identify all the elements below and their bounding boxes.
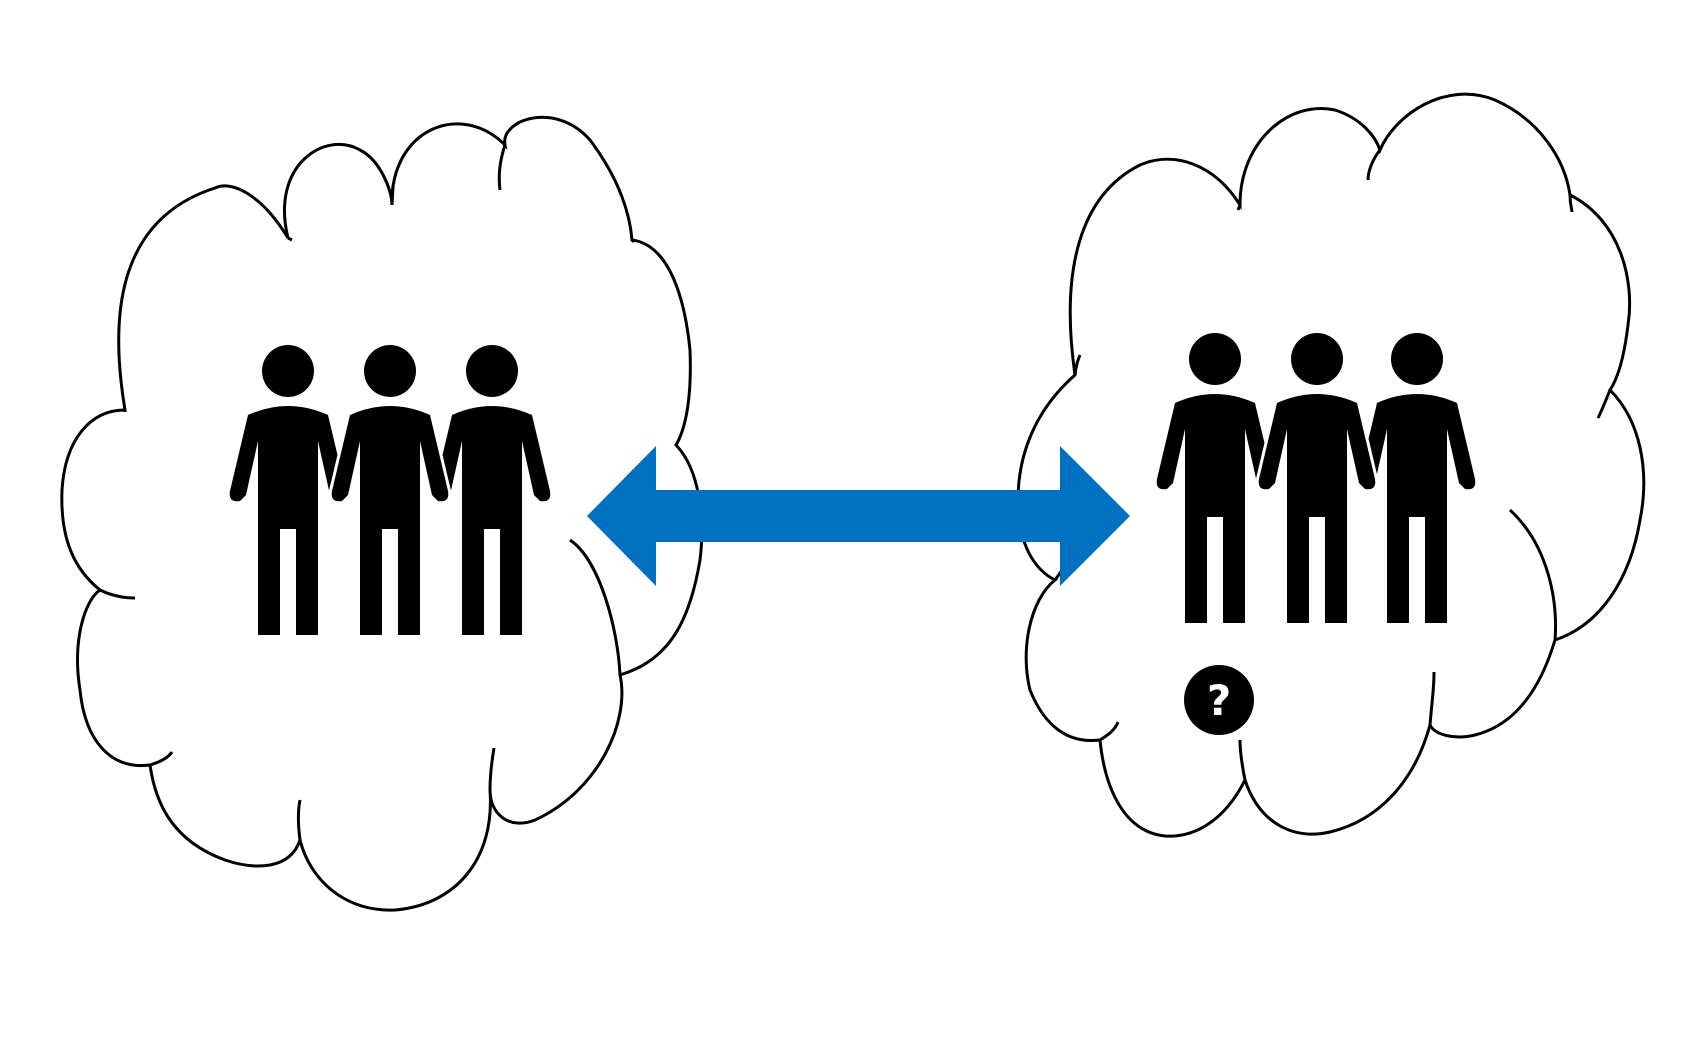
right-cloud-arc-1 [1236, 204, 1242, 211]
left-cloud-arc-9 [488, 747, 496, 791]
left-cloud-arc-7 [149, 751, 174, 767]
right-cloud-arc-7 [1238, 739, 1247, 781]
right-cloud-arc-10 [1073, 354, 1082, 376]
left-cloud-arc-3 [497, 144, 507, 191]
right-cloud-arc-2 [1366, 149, 1382, 181]
right-cloud-arc-5 [1508, 508, 1557, 641]
left-cloud-arc-4 [630, 238, 636, 244]
right-cloud-arc-8 [1099, 721, 1120, 742]
left-cloud-arc-6 [99, 588, 136, 600]
question-mark-icon: ? [1184, 665, 1254, 735]
left-cloud-arc-8 [297, 799, 302, 841]
left-cloud-arc-1 [287, 236, 293, 242]
question-badge-symbol: ? [1207, 676, 1231, 725]
double-headed-arrow [587, 446, 1130, 586]
left-cloud-arc-10 [569, 538, 622, 676]
right-cloud-arc-4 [1596, 389, 1612, 419]
left-cloud-arc-2 [390, 184, 395, 206]
right-cloud-arc-3 [1568, 194, 1574, 213]
right-cloud-arc-6 [1428, 671, 1436, 726]
question-badge-circle [1184, 665, 1254, 735]
